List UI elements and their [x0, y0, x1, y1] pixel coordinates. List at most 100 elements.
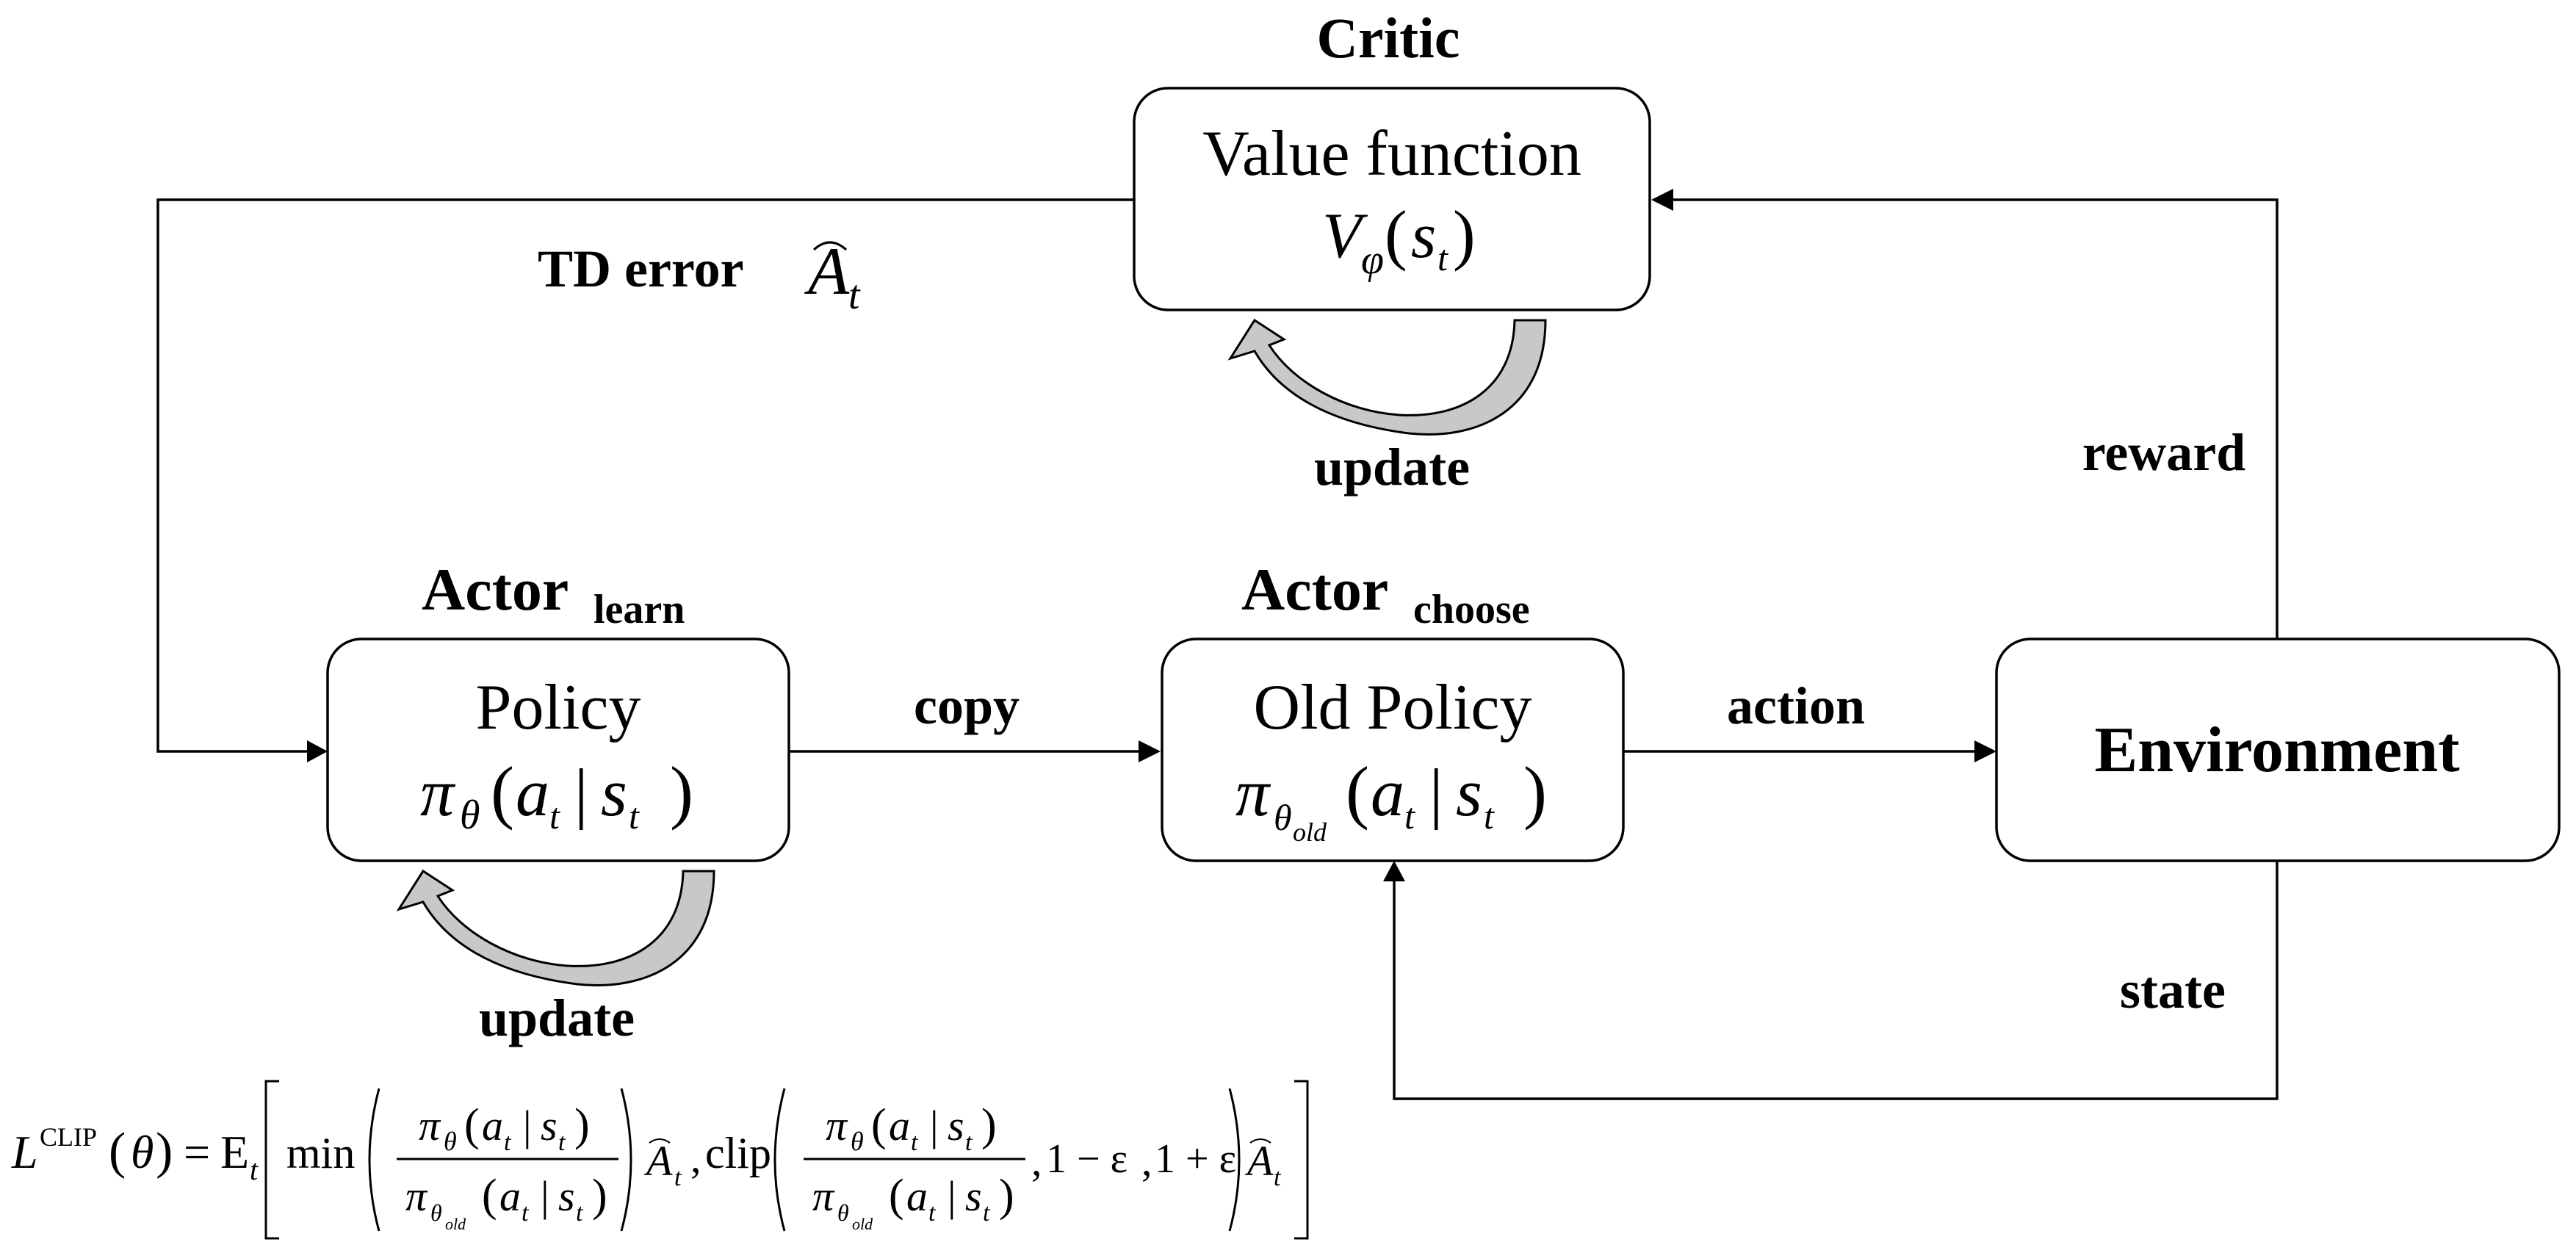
- critic-node: [1133, 87, 1651, 311]
- svg-text:s: s: [1456, 755, 1482, 830]
- svg-text:(: (: [482, 1171, 497, 1221]
- clip-loss-formula: L CLIP ( θ ) = E t min π θ ( a t | s t )…: [11, 1080, 1309, 1240]
- svg-text:π: π: [419, 1102, 441, 1149]
- actor-choose-heading: Actor choose: [1241, 556, 1530, 632]
- environment-box: [1995, 638, 2561, 862]
- svg-text:Actor: Actor: [1241, 556, 1388, 623]
- svg-text:t: t: [549, 795, 560, 837]
- svg-text:): ): [981, 1100, 997, 1150]
- svg-text:t: t: [1437, 237, 1448, 278]
- action-arrowhead: [1974, 740, 1996, 762]
- td-error-label: TD error A t: [538, 234, 861, 318]
- svg-text:A: A: [804, 234, 850, 308]
- svg-text:learn: learn: [594, 587, 685, 632]
- reward-arrow: [1669, 198, 2279, 639]
- actor-learn-update-arrow: [396, 869, 715, 986]
- svg-text:θ: θ: [131, 1126, 154, 1178]
- svg-text:t: t: [558, 1129, 566, 1156]
- critic-heading: Critic: [1317, 6, 1460, 70]
- svg-text:): ): [592, 1171, 607, 1221]
- copy-label: copy: [914, 676, 1020, 735]
- svg-text:t: t: [576, 1199, 584, 1227]
- svg-text:φ: φ: [1361, 237, 1384, 283]
- actor-learn-heading: Actor learn: [422, 556, 685, 632]
- svg-text:a: a: [889, 1102, 910, 1149]
- svg-text:): ): [1453, 197, 1476, 272]
- state-arrowhead: [1383, 861, 1405, 881]
- svg-text:|: |: [930, 1102, 939, 1149]
- svg-text:old: old: [445, 1215, 466, 1233]
- svg-text:CLIP: CLIP: [40, 1122, 97, 1152]
- svg-text:s: s: [558, 1172, 575, 1220]
- svg-text:a: a: [482, 1102, 503, 1149]
- state-arrow: [1393, 862, 2279, 1100]
- svg-text:π: π: [405, 1172, 428, 1220]
- svg-text:A: A: [643, 1137, 673, 1185]
- copy-arrowhead: [1139, 740, 1161, 762]
- svg-text:t: t: [928, 1199, 937, 1227]
- svg-text:old: old: [1293, 817, 1327, 847]
- actor-choose-node: [1161, 638, 1625, 862]
- actor-learn-box: [326, 638, 790, 862]
- svg-text:(: (: [109, 1123, 126, 1180]
- svg-text:clip: clip: [705, 1129, 771, 1177]
- svg-text:t: t: [911, 1129, 919, 1156]
- svg-text:L: L: [11, 1126, 38, 1178]
- critic-update-arrow: [1227, 318, 1547, 436]
- svg-text:π: π: [812, 1172, 835, 1220]
- state-label: state: [2120, 961, 2226, 1019]
- svg-text:t: t: [1404, 795, 1415, 837]
- svg-text:TD error: TD error: [538, 239, 744, 298]
- svg-text:θ: θ: [430, 1199, 442, 1226]
- svg-text:s: s: [1411, 201, 1436, 272]
- svg-text:t: t: [674, 1164, 682, 1191]
- svg-text:|: |: [574, 755, 588, 830]
- critic-formula: V φ ( s t ): [1322, 197, 1476, 283]
- svg-text:): ): [670, 752, 693, 831]
- svg-text:t: t: [522, 1199, 530, 1227]
- actor-learn-formula: π θ ( a t | s t ): [420, 752, 693, 838]
- svg-text:t: t: [1484, 795, 1495, 837]
- action-label: action: [1727, 676, 1865, 735]
- svg-text:θ: θ: [837, 1199, 849, 1226]
- svg-text:a: a: [499, 1172, 521, 1220]
- svg-text:(: (: [1346, 752, 1369, 831]
- svg-text:a: a: [1371, 755, 1404, 830]
- svg-text:min: min: [286, 1129, 355, 1177]
- actor-choose-box: [1161, 638, 1625, 862]
- svg-text:a: a: [516, 755, 549, 830]
- svg-text:(: (: [491, 752, 514, 831]
- svg-text:θ: θ: [444, 1127, 457, 1156]
- svg-text:θ: θ: [460, 793, 480, 838]
- svg-text:(: (: [871, 1100, 887, 1150]
- svg-text:A: A: [1244, 1137, 1274, 1185]
- svg-text:t: t: [848, 272, 861, 318]
- svg-text:θ: θ: [1274, 797, 1292, 838]
- svg-text:): ): [1523, 752, 1547, 831]
- svg-text:π: π: [826, 1102, 848, 1149]
- environment-node: [1995, 638, 2561, 862]
- svg-text:1 + ε: 1 + ε: [1155, 1136, 1236, 1182]
- critic-box-title: Value function: [1202, 118, 1581, 189]
- svg-text:): ): [574, 1100, 590, 1150]
- svg-text:): ): [999, 1171, 1014, 1221]
- actor-learn-node: [326, 638, 790, 862]
- td-error-arrow: [156, 198, 1134, 753]
- svg-text:(: (: [889, 1171, 904, 1221]
- svg-text:π: π: [420, 755, 456, 830]
- svg-text:,: ,: [690, 1134, 701, 1182]
- svg-text:E: E: [220, 1126, 249, 1178]
- environment-label: Environment: [2094, 715, 2459, 786]
- svg-text:t: t: [250, 1153, 259, 1186]
- actor-choose-box-title: Old Policy: [1254, 672, 1532, 743]
- svg-text:t: t: [965, 1129, 973, 1156]
- svg-text:(: (: [1385, 197, 1407, 272]
- svg-text:=: =: [184, 1126, 210, 1178]
- critic-box: [1133, 87, 1651, 311]
- reward-arrowhead: [1651, 189, 1673, 211]
- svg-text:|: |: [948, 1172, 956, 1220]
- svg-text:,: ,: [1031, 1137, 1042, 1185]
- svg-text:(: (: [464, 1100, 480, 1150]
- svg-text:s: s: [541, 1102, 558, 1149]
